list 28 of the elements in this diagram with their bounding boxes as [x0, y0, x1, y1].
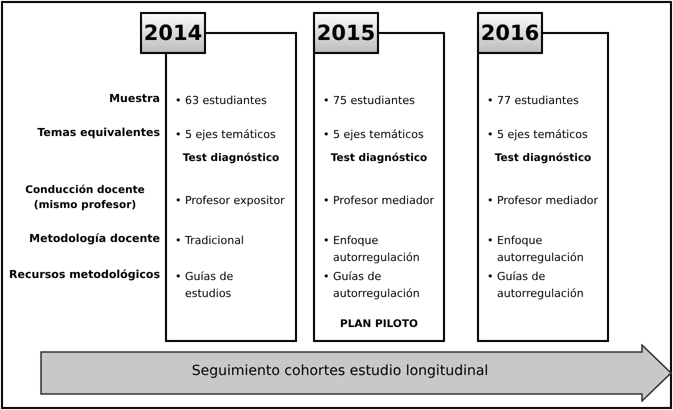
- year-heading: 2014: [140, 12, 206, 54]
- row-label: Recursos metodológicos: [9, 267, 160, 283]
- bullet-item: • Profesor mediador: [487, 193, 600, 209]
- bullet-item: • 5 ejes temáticos: [323, 127, 425, 143]
- year-heading: 2015: [313, 12, 379, 54]
- bullet-item: • Profesor expositor: [175, 193, 286, 209]
- row-label: Conducción docente (mismo profesor): [24, 183, 146, 213]
- bold-note: Test diagnóstico: [494, 152, 592, 164]
- bold-note: Test diagnóstico: [182, 152, 280, 164]
- band-text: Seguimiento cohortes estudio longitudinal: [190, 363, 490, 379]
- row-label: Metodología docente: [29, 231, 160, 247]
- bold-note: PLAN PILOTO: [339, 318, 419, 330]
- bold-note: Test diagnóstico: [330, 152, 428, 164]
- bullet-item: • Guías de autorregulación: [323, 269, 421, 302]
- bullet-item: • 75 estudiantes: [323, 93, 416, 109]
- bullet-item: • Guías de estudios: [175, 269, 234, 302]
- bullet-item: • 5 ejes temáticos: [175, 127, 277, 143]
- bullet-item: • Profesor mediador: [323, 193, 436, 209]
- bullet-item: • Enfoque autorregulación: [487, 233, 585, 266]
- row-label: Temas equivalentes: [37, 125, 160, 141]
- bullet-item: • Enfoque autorregulación: [323, 233, 421, 266]
- bullet-item: • 63 estudiantes: [175, 93, 268, 109]
- row-label: Muestra: [109, 91, 160, 107]
- bullet-item: • Guías de autorregulación: [487, 269, 585, 302]
- bullet-item: • 5 ejes temáticos: [487, 127, 589, 143]
- year-heading: 2016: [477, 12, 543, 54]
- bullet-item: • Tradicional: [175, 233, 245, 249]
- bullet-item: • 77 estudiantes: [487, 93, 580, 109]
